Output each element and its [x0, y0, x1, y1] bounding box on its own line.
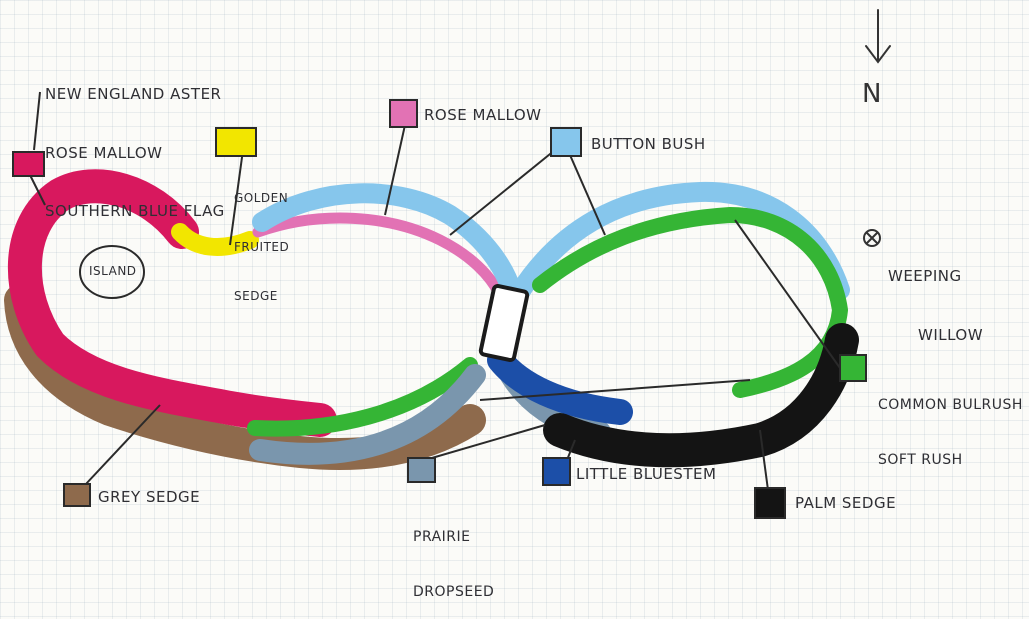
label-rose-mallow-group: ROSE MALLOW	[45, 144, 225, 164]
label-fruited: FRUITED	[234, 239, 289, 255]
label-sedge: SEDGE	[234, 288, 289, 304]
label-grey-sedge: GREY SEDGE	[98, 488, 200, 508]
swatch-prairie-dropseed	[408, 458, 435, 482]
label-island: ISLAND	[89, 263, 137, 279]
label-common-bulrush: COMMON BULRUSH	[878, 396, 1023, 414]
label-golden: GOLDEN	[234, 190, 289, 206]
swatch-little-bluestem	[543, 458, 570, 485]
north-arrow-icon	[866, 10, 890, 62]
label-willow: WILLOW	[888, 326, 983, 346]
label-common-bulrush-soft-rush: COMMON BULRUSH SOFT RUSH	[878, 360, 1023, 487]
label-prairie-dropseed: PRAIRIE DROPSEED	[413, 492, 494, 619]
label-golden-fruited-sedge: GOLDEN FRUITED SEDGE	[234, 158, 289, 320]
label-weeping-willow: WEEPING WILLOW	[888, 228, 983, 365]
label-little-bluestem: LITTLE BLUESTEM	[576, 465, 716, 485]
label-southern-blue-flag: SOUTHERN BLUE FLAG	[45, 202, 225, 222]
weeping-willow-marker-icon	[864, 230, 880, 246]
swatch-common-bulrush	[840, 355, 866, 381]
label-soft-rush: SOFT RUSH	[878, 451, 1023, 469]
center-bridge	[480, 285, 528, 361]
palm-sedge-band	[560, 340, 842, 450]
label-weeping: WEEPING	[888, 267, 983, 287]
label-new-england-aster: NEW ENGLAND ASTER	[45, 85, 225, 105]
label-new-england-aster-group: NEW ENGLAND ASTER ROSE MALLOW SOUTHERN B…	[45, 46, 225, 241]
label-palm-sedge: PALM SEDGE	[795, 494, 896, 514]
swatch-grey-sedge	[64, 484, 90, 506]
label-rose-mallow: ROSE MALLOW	[424, 106, 542, 126]
swatch-button-bush	[551, 128, 581, 156]
swatch-rose-mallow	[390, 100, 417, 127]
swatch-palm-sedge	[755, 488, 785, 518]
label-button-bush: BUTTON BUSH	[591, 135, 706, 155]
little-bluestem-band	[500, 360, 620, 412]
swatch-new-england-aster	[13, 152, 44, 176]
label-dropseed: DROPSEED	[413, 583, 494, 601]
compass-north-label: N	[862, 78, 882, 112]
